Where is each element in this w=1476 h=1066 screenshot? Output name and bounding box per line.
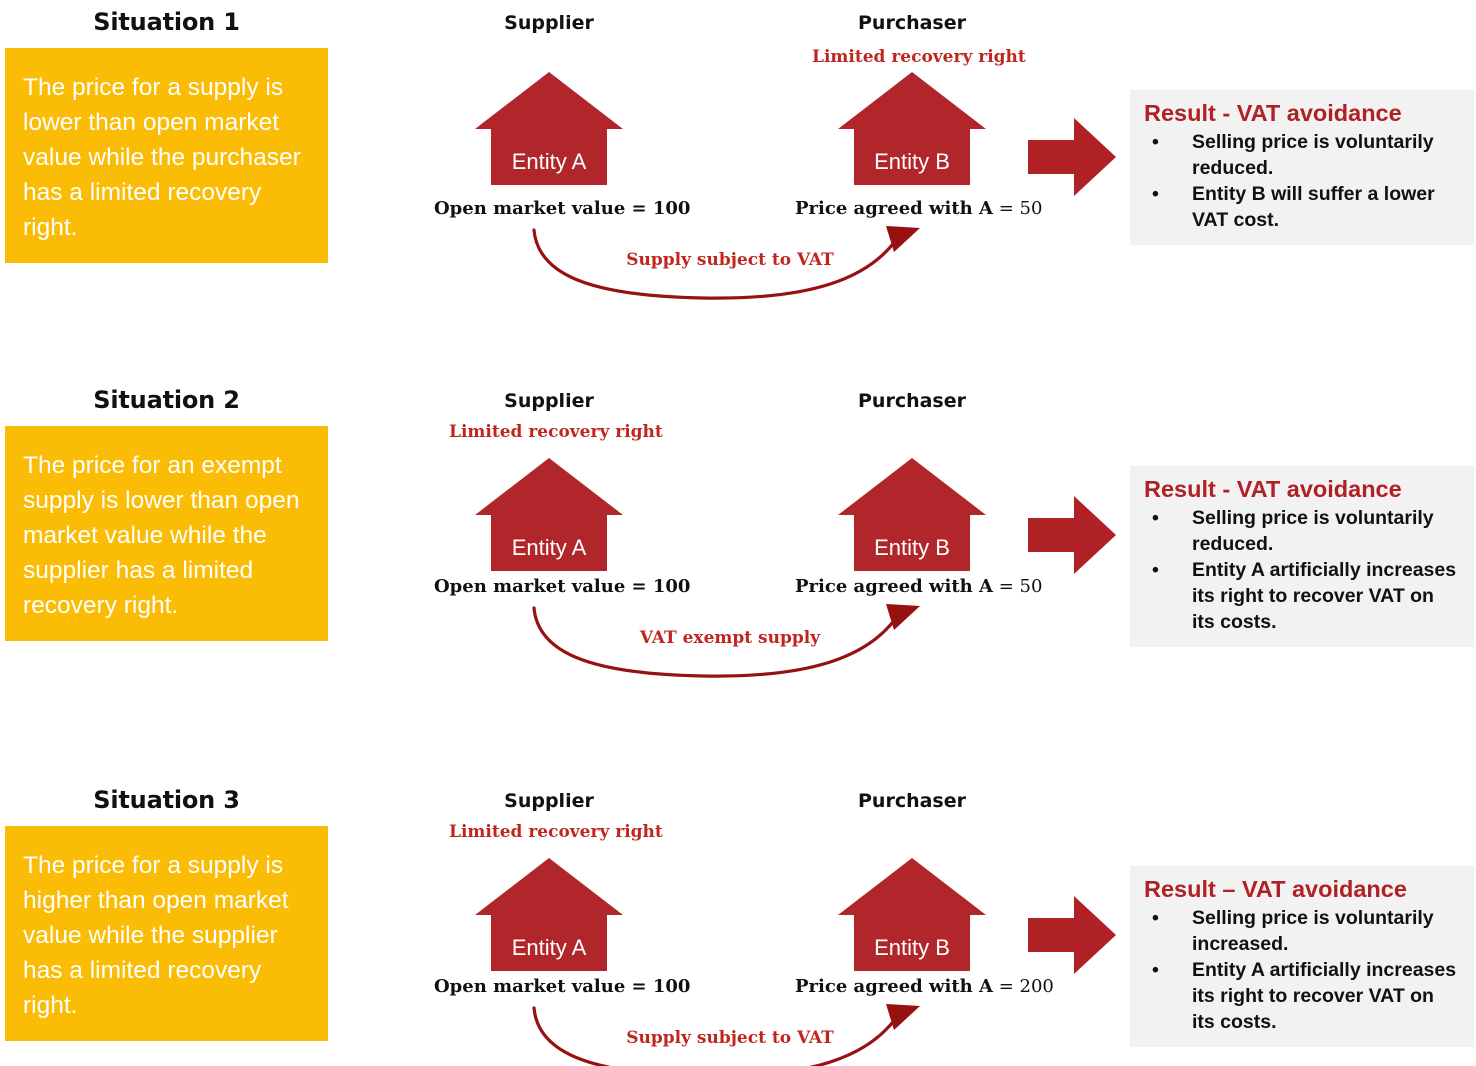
supplier-role-label: Supplier <box>504 790 594 812</box>
situation-title: Situation 3 <box>93 786 240 814</box>
result-bullet-text: Selling price is voluntarily reduced. <box>1192 507 1434 555</box>
purchaser-entity-house: Entity B <box>838 458 986 571</box>
situation-description-box: The price for a supply is lower than ope… <box>5 48 328 263</box>
supplier-entity-house: Entity A <box>475 458 623 571</box>
purchaser-value-amount: = 200 <box>993 976 1054 997</box>
situation-title: Situation 1 <box>93 8 240 36</box>
result-bullet-item: • Selling price is voluntarily reduced. <box>1144 129 1462 181</box>
supplier-value-label: Open market value = 100 <box>434 198 691 219</box>
result-bullet-item: • Entity A artificially increases its rig… <box>1144 557 1462 635</box>
situation-title: Situation 2 <box>93 386 240 414</box>
situation-row: Situation 1 The price for a supply is low… <box>0 0 1476 355</box>
situation-description-text: The price for an exempt supply is lower … <box>23 452 300 619</box>
purchaser-value-entity-ref: A <box>979 576 993 597</box>
supplier-role-label: Supplier <box>504 390 594 412</box>
supply-flow-arrow <box>528 1004 928 1066</box>
result-box: Result – VAT avoidance • Selling price is … <box>1130 866 1474 1047</box>
result-bullet-text: Selling price is voluntarily reduced. <box>1192 131 1434 179</box>
purchaser-role-label: Purchaser <box>858 390 966 412</box>
purchaser-entity-house: Entity B <box>838 858 986 971</box>
purchaser-value-amount: = 50 <box>993 576 1043 597</box>
purchaser-value-prefix: Price agreed with <box>795 198 980 219</box>
result-pointer-arrow <box>1028 496 1116 574</box>
purchaser-value-prefix: Price agreed with <box>795 976 980 997</box>
bullet-icon: • <box>1152 559 1159 581</box>
supplier-recovery-note: Limited recovery right <box>449 822 663 842</box>
result-bullet-text: Selling price is voluntarily increased. <box>1192 907 1434 955</box>
supplier-recovery-note: Limited recovery right <box>449 422 663 442</box>
purchaser-recovery-note: Limited recovery right <box>812 47 1026 67</box>
supply-flow-label: Supply subject to VAT <box>626 1028 834 1048</box>
bullet-icon: • <box>1152 183 1159 205</box>
supplier-role-label: Supplier <box>504 12 594 34</box>
result-bullet-item: • Entity A artificially increases its rig… <box>1144 957 1462 1035</box>
result-title: Result - VAT avoidance <box>1144 100 1402 126</box>
purchaser-value-prefix: Price agreed with <box>795 576 980 597</box>
result-bullet-item: • Selling price is voluntarily reduced. <box>1144 505 1462 557</box>
purchaser-value-entity-ref: A <box>979 198 993 219</box>
supplier-entity-house: Entity A <box>475 858 623 971</box>
supply-flow-arrow <box>528 226 928 316</box>
result-bullet-item: • Entity B will suffer a lower VAT cost. <box>1144 181 1462 233</box>
situation-description-text: The price for a supply is lower than ope… <box>23 74 301 241</box>
bullet-icon: • <box>1152 131 1159 153</box>
purchaser-role-label: Purchaser <box>858 12 966 34</box>
purchaser-value-label: Price agreed with A = 200 <box>795 976 1054 997</box>
purchaser-value-label: Price agreed with A = 50 <box>795 198 1042 219</box>
supplier-value-label: Open market value = 100 <box>434 576 691 597</box>
result-bullet-text: Entity A artificially increases its righ… <box>1192 559 1457 633</box>
bullet-icon: • <box>1152 907 1159 929</box>
supplier-value-label: Open market value = 100 <box>434 976 691 997</box>
result-box: Result - VAT avoidance • Selling price is … <box>1130 90 1474 245</box>
supply-flow-label: Supply subject to VAT <box>626 250 834 270</box>
result-bullet-item: • Selling price is voluntarily increased. <box>1144 905 1462 957</box>
result-bullet-text: Entity A artificially increases its righ… <box>1192 959 1457 1033</box>
result-title: Result - VAT avoidance <box>1144 476 1402 502</box>
result-pointer-arrow <box>1028 896 1116 974</box>
situation-description-text: The price for a supply is higher than op… <box>23 852 289 1019</box>
purchaser-value-label: Price agreed with A = 50 <box>795 576 1042 597</box>
situation-row: Situation 3 The price for a supply is hig… <box>0 778 1476 1066</box>
supply-flow-arrow <box>528 604 928 694</box>
situation-description-box: The price for an exempt supply is lower … <box>5 426 328 641</box>
supply-flow-label: VAT exempt supply <box>639 628 821 648</box>
supplier-entity-house: Entity A <box>475 72 623 185</box>
purchaser-role-label: Purchaser <box>858 790 966 812</box>
purchaser-value-entity-ref: A <box>979 976 993 997</box>
bullet-icon: • <box>1152 507 1159 529</box>
result-bullet-list: • Selling price is voluntarily reduced. • E… <box>1144 129 1462 233</box>
purchaser-entity-house: Entity B <box>838 72 986 185</box>
situation-row: Situation 2 The price for an exempt suppl… <box>0 378 1476 733</box>
result-bullet-text: Entity B will suffer a lower VAT cost. <box>1192 183 1435 231</box>
situation-description-box: The price for a supply is higher than op… <box>5 826 328 1041</box>
bullet-icon: • <box>1152 959 1159 981</box>
result-title: Result – VAT avoidance <box>1144 876 1407 902</box>
result-bullet-list: • Selling price is voluntarily increased.… <box>1144 905 1462 1035</box>
result-pointer-arrow <box>1028 118 1116 196</box>
result-bullet-list: • Selling price is voluntarily reduced. • E… <box>1144 505 1462 635</box>
purchaser-value-amount: = 50 <box>993 198 1043 219</box>
result-box: Result - VAT avoidance • Selling price is … <box>1130 466 1474 647</box>
